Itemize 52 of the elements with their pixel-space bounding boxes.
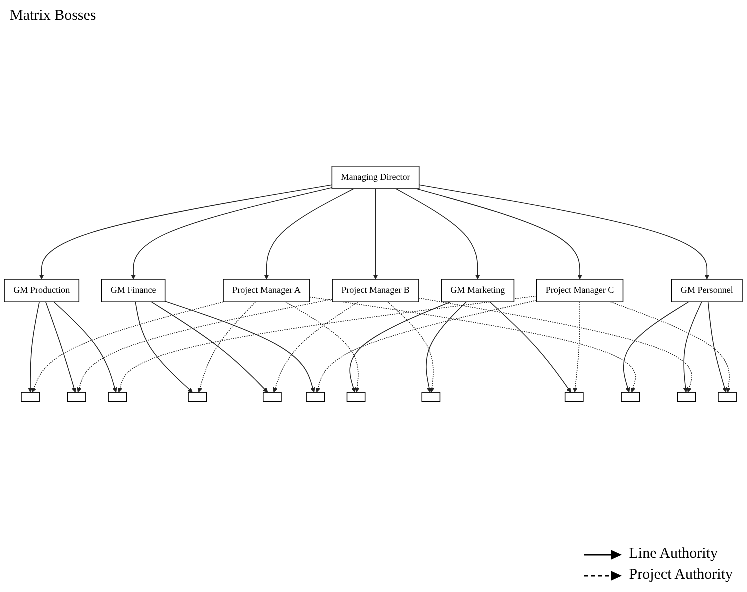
node-box	[718, 392, 737, 402]
arrow	[54, 302, 118, 393]
node-box: GM Production	[4, 279, 80, 302]
arrow	[373, 188, 378, 280]
node-box	[263, 392, 282, 402]
arrow	[683, 302, 702, 393]
node-box	[422, 392, 441, 402]
arrow	[39, 184, 333, 280]
node-box	[621, 392, 640, 402]
node-box: Project Manager B	[332, 279, 420, 302]
node-box	[108, 392, 128, 402]
node-box: Project Manager C	[536, 279, 624, 302]
node-box	[67, 392, 86, 402]
group-label: Matrix Bosses	[10, 8, 96, 25]
arrow	[118, 296, 538, 393]
arrow	[198, 302, 256, 393]
arrow	[623, 302, 690, 393]
legend-label: Line Authority	[629, 546, 718, 563]
node-box	[188, 392, 207, 402]
arrow	[135, 302, 193, 393]
node-box	[306, 392, 326, 402]
arrow	[396, 188, 480, 280]
legend-label: Project Authority	[629, 567, 733, 584]
arrow	[32, 302, 224, 393]
arrow	[131, 187, 333, 280]
node-box: GM Marketing	[441, 279, 515, 302]
arrow	[151, 302, 268, 393]
arrow	[708, 302, 728, 393]
node-box: GM Finance	[101, 279, 166, 302]
arrow	[350, 302, 452, 393]
node-box	[564, 392, 584, 402]
node-box	[346, 392, 366, 402]
node-box: GM Personnel	[671, 279, 743, 302]
arrow	[572, 302, 580, 393]
arrow	[388, 302, 435, 393]
arrow	[610, 302, 732, 393]
arrow	[316, 300, 538, 393]
arrow	[418, 184, 710, 280]
node-box: Project Manager A	[223, 279, 310, 302]
node-box	[21, 392, 40, 402]
arrow	[416, 188, 583, 280]
arrow	[164, 301, 316, 393]
arrow	[28, 302, 40, 393]
arrow	[46, 302, 77, 393]
node-box	[677, 392, 696, 402]
arrow	[77, 298, 333, 393]
arrow	[264, 188, 354, 280]
node-box: Managing Director	[332, 166, 420, 190]
arrow	[310, 296, 636, 393]
arrow	[426, 302, 467, 393]
arrow	[490, 302, 572, 393]
arrow	[418, 298, 692, 393]
